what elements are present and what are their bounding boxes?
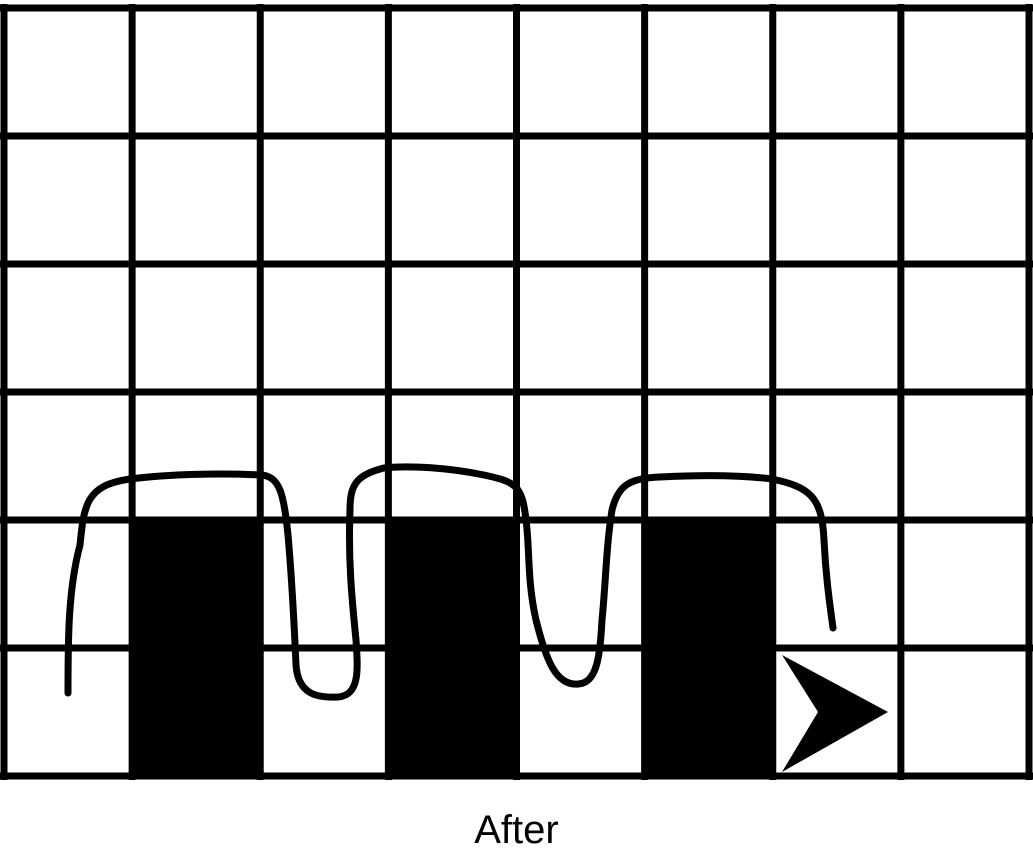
filled-cell: [132, 648, 261, 776]
filled-cells: [132, 520, 773, 776]
grid-diagram: [0, 4, 1033, 780]
filled-cell: [388, 520, 517, 648]
filled-cell: [644, 520, 773, 648]
filled-cell: [644, 648, 773, 776]
filled-cell: [132, 520, 261, 648]
caption-label: After: [474, 808, 559, 852]
right-arrow-icon: [782, 655, 888, 772]
hand-drawn-path: [64, 463, 837, 701]
grid-lines: [0, 4, 1033, 780]
filled-cell: [388, 648, 517, 776]
